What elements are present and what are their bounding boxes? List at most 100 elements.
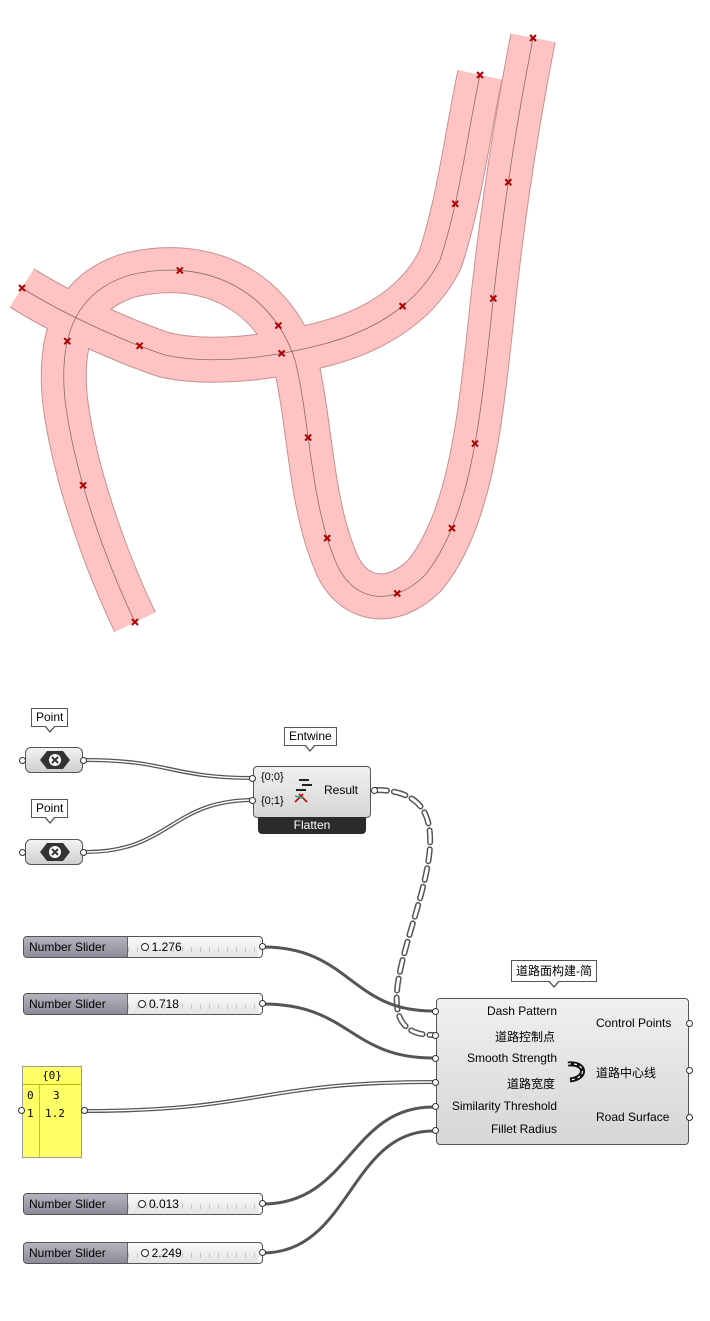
- point1-tag: Point: [31, 708, 69, 733]
- road-input-port-5[interactable]: [432, 1127, 439, 1134]
- slider-track[interactable]: [128, 994, 258, 1014]
- road-output-road-surface: Road Surface: [596, 1110, 670, 1124]
- road-output-port-0[interactable]: [686, 1020, 693, 1027]
- road-input-port-3[interactable]: [432, 1079, 439, 1086]
- road-centerline: [21, 37, 534, 623]
- road-curve-icon: [567, 1061, 585, 1083]
- road-input-smooth-strength: Smooth Strength: [466, 1051, 557, 1065]
- road-output-centerline: 道路中心线: [596, 1066, 657, 1080]
- entwine-input-0: {0;0}: [261, 771, 284, 783]
- control-point-marker: [304, 433, 312, 442]
- road-component-tag: 道路面构建-简: [511, 960, 597, 988]
- wire-entwine-road-controlpoints: [372, 787, 436, 1038]
- slider-knob[interactable]: [140, 943, 149, 951]
- point1-input-port[interactable]: [19, 757, 26, 764]
- slider-knob[interactable]: [140, 1249, 149, 1257]
- slider-track[interactable]: [128, 1194, 258, 1214]
- slider3-output-port[interactable]: [259, 1200, 266, 1207]
- control-point-marker: [451, 200, 459, 208]
- control-point-marker: [448, 524, 456, 532]
- slider2-output-port[interactable]: [259, 1000, 266, 1007]
- road-output-port-1[interactable]: [686, 1067, 693, 1074]
- number-slider-1[interactable]: Number Slider 1.276: [23, 936, 263, 958]
- control-point-marker: [323, 534, 331, 542]
- point2-output-port[interactable]: [80, 849, 87, 856]
- entwine-component[interactable]: [253, 766, 371, 818]
- entwine-output-port[interactable]: [371, 787, 378, 794]
- road-input-port-0[interactable]: [432, 1008, 439, 1015]
- road-input-port-4[interactable]: [432, 1103, 439, 1110]
- control-point-marker: [398, 302, 407, 310]
- entwine-input-port-1[interactable]: [249, 797, 256, 804]
- road-input-similarity-threshold: Similarity Threshold: [451, 1099, 557, 1113]
- rhino-viewport: [9, 33, 556, 632]
- panel-output-port[interactable]: [81, 1107, 88, 1114]
- point-param-1[interactable]: [25, 747, 83, 773]
- slider1-output-port[interactable]: [259, 943, 266, 950]
- control-point-marker: [529, 34, 537, 42]
- point1-output-port[interactable]: [80, 757, 87, 764]
- panel-input-port[interactable]: [18, 1107, 25, 1114]
- slider-knob[interactable]: [137, 1000, 146, 1008]
- road-output-control-points: Control Points: [596, 1016, 672, 1030]
- point2-tag: Point: [31, 799, 69, 824]
- road-input-fillet-radius: Fillet Radius: [490, 1122, 557, 1136]
- centerline-loop: [63, 37, 534, 623]
- control-point-marker: [176, 266, 184, 275]
- road-input-road-width: 道路宽度: [506, 1077, 555, 1091]
- wire-slider2-smooth: [261, 1002, 435, 1060]
- road-input-port-1[interactable]: [432, 1032, 439, 1039]
- control-point-marker: [131, 618, 139, 626]
- road-output-port-2[interactable]: [686, 1114, 693, 1121]
- road-input-dash-pattern: Dash Pattern: [486, 1004, 557, 1018]
- wire-point2-entwine: [84, 798, 256, 854]
- number-slider-3[interactable]: Number Slider 0.013: [23, 1193, 263, 1215]
- control-point-marker: [274, 321, 283, 330]
- point2-input-port[interactable]: [19, 849, 26, 856]
- wire-panel-width: [83, 1080, 435, 1113]
- entwine-tag: Entwine: [284, 727, 337, 752]
- control-point-marker: [489, 294, 498, 303]
- entwine-stairs-icon: [294, 779, 312, 803]
- slider-track[interactable]: [128, 1243, 258, 1263]
- point-param-2[interactable]: [25, 839, 83, 865]
- slider-label: Number Slider: [24, 1243, 128, 1263]
- panel-header: {0}: [23, 1067, 81, 1085]
- slider-knob[interactable]: [137, 1200, 146, 1208]
- wire-point1-entwine: [84, 758, 256, 780]
- slider-label: Number Slider: [24, 937, 128, 957]
- slider-value: 0.718: [148, 997, 179, 1011]
- control-point-marker: [504, 178, 513, 186]
- wire-slider3-similarity: [261, 1105, 435, 1206]
- control-point-marker: [135, 342, 144, 350]
- control-point-marker: [79, 481, 87, 490]
- wire-slider1-dash: [261, 945, 435, 1013]
- entwine-flatten-footer: Flatten: [258, 817, 366, 834]
- point-x-hexagon-icon: [40, 751, 70, 769]
- slider-track[interactable]: [128, 937, 258, 957]
- slider-value: 0.013: [148, 1197, 179, 1211]
- entwine-input-1: {0;1}: [261, 795, 284, 807]
- control-point-marker: [393, 589, 401, 598]
- control-point-marker: [476, 71, 484, 79]
- centerline-left: [21, 74, 481, 361]
- road-input-control-points: 道路控制点: [494, 1030, 555, 1044]
- point-x-hexagon-icon: [40, 843, 70, 861]
- slider-value: 1.276: [151, 940, 182, 954]
- slider-label: Number Slider: [24, 1194, 128, 1214]
- slider-value: 2.249: [151, 1246, 182, 1260]
- number-slider-4[interactable]: Number Slider 2.249: [23, 1242, 263, 1264]
- control-point-marker: [471, 439, 479, 448]
- control-point-marker: [63, 337, 72, 345]
- control-point-marker: [277, 349, 286, 358]
- slider-label: Number Slider: [24, 994, 128, 1014]
- road-input-port-2[interactable]: [432, 1055, 439, 1062]
- control-points: [18, 34, 537, 626]
- slider4-output-port[interactable]: [259, 1249, 266, 1256]
- entwine-input-port-0[interactable]: [249, 775, 256, 782]
- control-point-marker: [18, 284, 26, 292]
- number-slider-2[interactable]: Number Slider 0.718: [23, 993, 263, 1015]
